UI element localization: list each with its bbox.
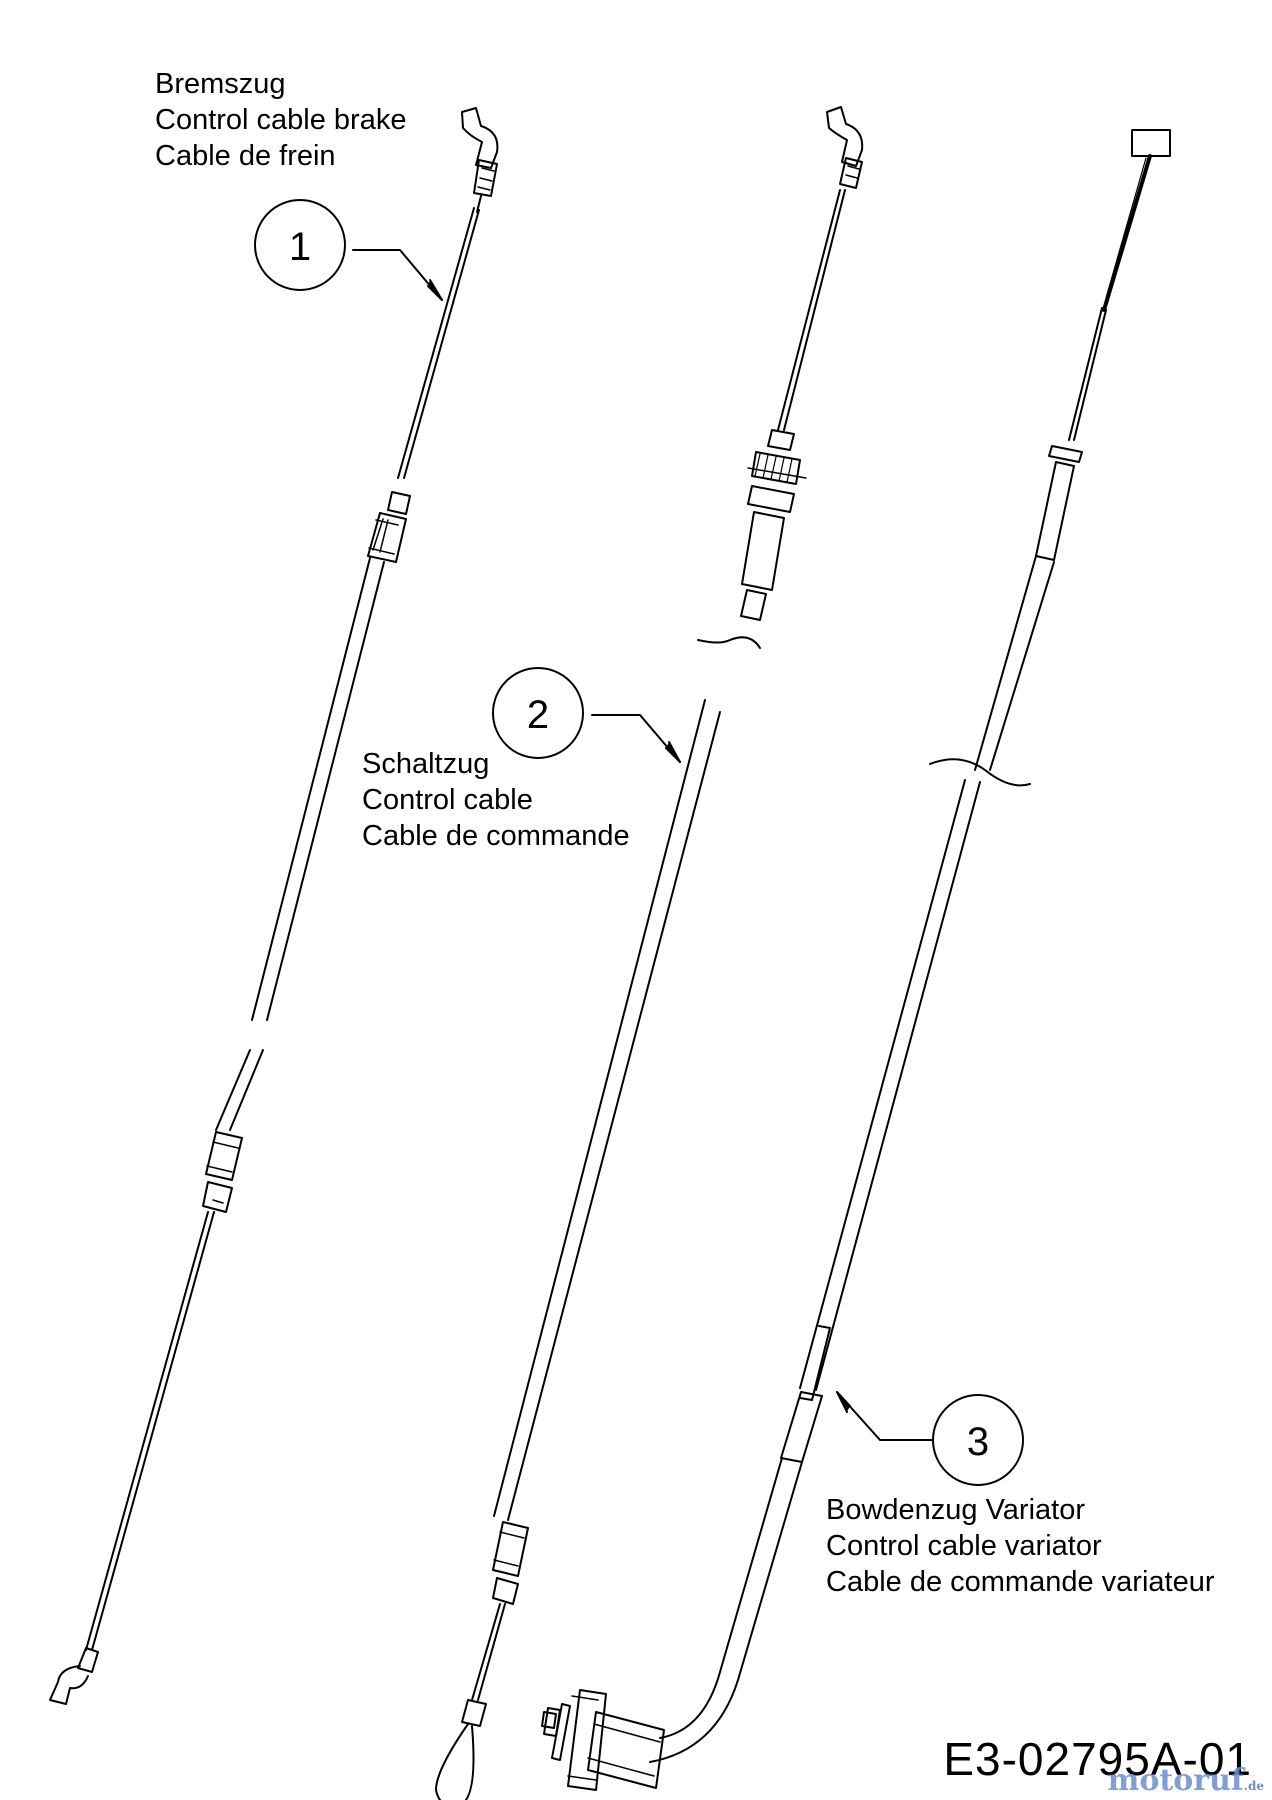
variator-control-cable bbox=[541, 129, 1171, 1791]
watermark-logo: motoruf.de bbox=[1108, 1763, 1264, 1798]
drawing-id: E3-02795A-01 bbox=[943, 1733, 1252, 1785]
part-3-label: Bowdenzug Variator Control cable variato… bbox=[826, 1492, 1214, 1600]
part-2-label-fr: Cable de commande bbox=[362, 820, 630, 852]
callout-1: 1 bbox=[254, 199, 443, 301]
callout-1-number: 1 bbox=[289, 225, 311, 269]
brake-control-cable bbox=[49, 107, 499, 1705]
part-1-label-de: Bremszug bbox=[155, 68, 286, 100]
part-2-label-en: Control cable bbox=[362, 784, 533, 816]
watermark-tld: .de bbox=[1243, 1779, 1264, 1793]
part-2-label: Schaltzug Control cable Cable de command… bbox=[362, 746, 630, 854]
callout-2: 2 bbox=[492, 667, 681, 763]
callout-2-number: 2 bbox=[527, 693, 549, 737]
part-1-label-en: Control cable brake bbox=[155, 104, 407, 136]
part-3-label-en: Control cable variator bbox=[826, 1530, 1102, 1562]
callout-3-number: 3 bbox=[967, 1420, 989, 1464]
part-1-label: Bremszug Control cable brake Cable de fr… bbox=[155, 66, 406, 174]
part-2-label-de: Schaltzug bbox=[362, 748, 490, 780]
part-1-label-fr: Cable de frein bbox=[155, 140, 336, 172]
callout-3: 3 bbox=[836, 1391, 1024, 1486]
watermark-name: motoruf bbox=[1107, 1763, 1244, 1798]
part-3-label-fr: Cable de commande variateur bbox=[826, 1566, 1215, 1598]
shift-control-cable bbox=[435, 106, 864, 1800]
part-3-label-de: Bowdenzug Variator bbox=[826, 1494, 1086, 1526]
